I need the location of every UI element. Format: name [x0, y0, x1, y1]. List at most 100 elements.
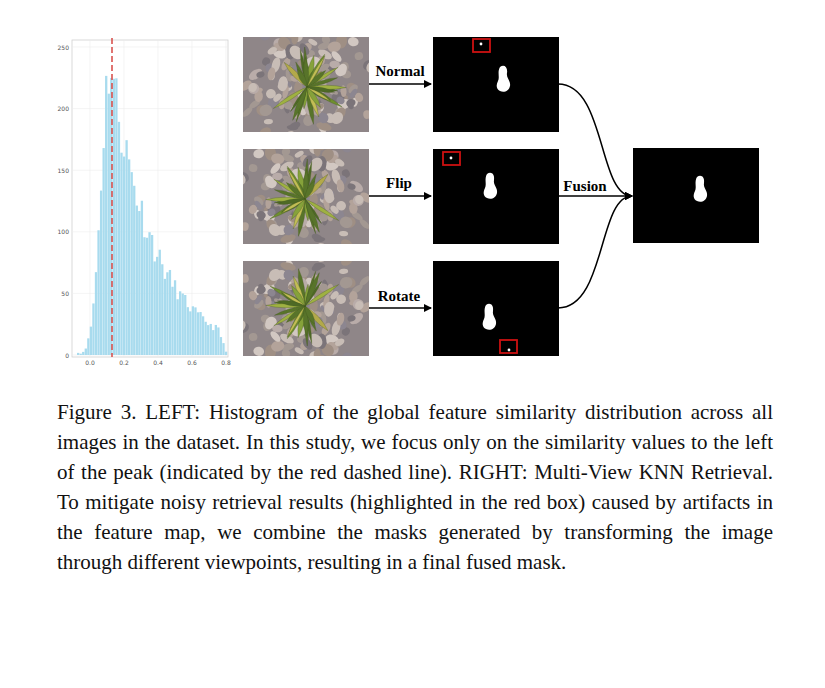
mask-ground	[633, 148, 759, 243]
pebble	[257, 125, 273, 132]
pebble	[288, 120, 302, 132]
pebble	[292, 149, 303, 150]
pebble	[258, 37, 273, 43]
histogram-bar	[95, 272, 97, 355]
pebble	[309, 37, 320, 38]
mask-blob	[497, 66, 510, 92]
leaf	[305, 273, 319, 306]
leaf	[274, 306, 305, 315]
x-tick-label: 0.0	[85, 359, 95, 366]
histogram-bar	[220, 337, 222, 355]
histogram-bar	[225, 352, 227, 355]
histogram-bar	[215, 325, 217, 355]
histogram-bar	[182, 294, 184, 355]
y-tick-label: 200	[58, 105, 69, 112]
pebble	[336, 201, 346, 211]
noise-dot	[480, 43, 483, 46]
histogram-bar	[166, 272, 168, 355]
histogram-bar	[174, 280, 176, 355]
pebble	[354, 300, 364, 311]
pebble	[301, 113, 316, 128]
noise-dot	[508, 349, 511, 352]
transform-arrow	[369, 195, 431, 197]
pebble	[255, 210, 267, 221]
histogram-bar	[133, 186, 135, 355]
pebble	[266, 89, 276, 99]
pebble	[258, 103, 273, 118]
histogram-bar	[97, 230, 99, 355]
pebble	[253, 294, 263, 305]
histogram-bar	[87, 338, 89, 355]
pebble	[338, 275, 353, 290]
x-tick-label: 0.8	[221, 359, 231, 366]
histogram-bar	[115, 78, 117, 355]
mask-ground	[433, 37, 559, 132]
histogram-bar	[161, 264, 163, 355]
pebble	[310, 261, 324, 273]
histogram-bar	[210, 324, 212, 355]
mask-image	[633, 148, 759, 243]
pebble	[334, 337, 346, 348]
pebble	[339, 149, 354, 155]
pebble	[267, 67, 277, 81]
histogram-bar	[100, 191, 102, 355]
leaf	[307, 78, 338, 87]
pebble	[255, 285, 267, 296]
histogram-bar	[108, 94, 110, 355]
pebble	[246, 81, 261, 96]
histogram-bar	[159, 250, 161, 355]
grid-line	[90, 40, 91, 357]
histogram-bar	[80, 354, 82, 355]
histogram-bar	[131, 172, 133, 355]
histogram-bar	[192, 306, 194, 355]
histogram-bar	[85, 349, 87, 355]
pebble	[248, 164, 258, 173]
histogram-bar	[90, 327, 92, 355]
transform-arrow	[369, 83, 431, 85]
histogram-bar	[169, 270, 171, 355]
pebble	[277, 76, 288, 92]
histogram-bar	[146, 238, 148, 355]
pebble	[292, 355, 303, 356]
histogram-bar	[176, 299, 178, 355]
peak-line	[111, 38, 113, 357]
pebble	[354, 52, 364, 61]
pebble	[313, 348, 321, 356]
noise-box	[500, 340, 517, 353]
y-tick-label: 250	[58, 44, 69, 51]
histogram-bar	[82, 352, 84, 355]
mask-image	[433, 149, 559, 244]
pebble	[243, 106, 254, 119]
pebble	[269, 329, 283, 343]
grid-line	[72, 231, 228, 232]
pebble	[264, 318, 275, 330]
histogram-bar	[123, 157, 125, 355]
pebble	[243, 222, 249, 232]
mask-ground	[433, 261, 559, 356]
pebble	[248, 332, 258, 341]
view-label: Flip	[385, 175, 413, 192]
histogram-bar	[77, 353, 79, 355]
histogram-bar	[189, 311, 191, 355]
pebble	[313, 149, 321, 157]
leaf	[297, 69, 307, 87]
fusion-arrow	[558, 84, 632, 196]
pebble	[253, 149, 265, 159]
plant-photo	[243, 261, 369, 356]
histogram-bar	[187, 307, 189, 355]
y-tick-label: 100	[58, 228, 69, 235]
pebble	[347, 182, 357, 190]
fusion-arrow	[558, 195, 632, 197]
histogram	[72, 38, 228, 357]
fusion-arrow	[558, 196, 632, 308]
histogram-bar	[217, 327, 219, 355]
pebble	[243, 317, 248, 336]
pebble	[336, 312, 346, 326]
pebble	[291, 37, 299, 45]
leaf	[274, 190, 305, 199]
pebble	[334, 157, 346, 168]
histogram-bar	[164, 279, 166, 355]
histogram-bar	[118, 122, 120, 355]
grid-line	[72, 47, 228, 48]
view-label: Fusion	[562, 178, 607, 195]
